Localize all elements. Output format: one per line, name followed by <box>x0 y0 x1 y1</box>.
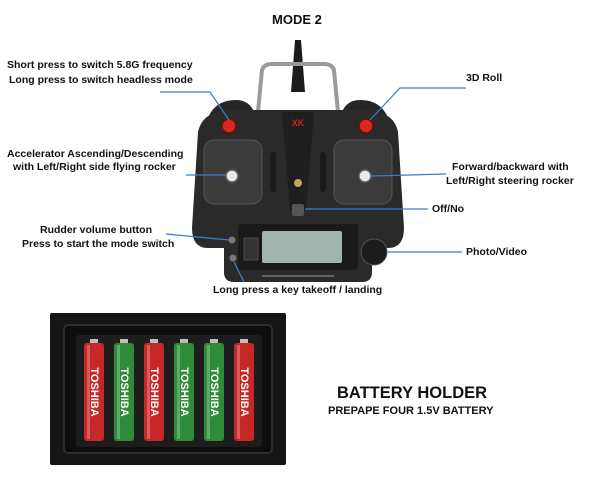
leader-lines <box>160 87 466 283</box>
label-3d-roll: 3D Roll <box>466 72 503 84</box>
battery-cells: TOSHIBA TOSHIBA TOSHIBA TOSHIBA TOSHIBA TOSHI… <box>63 324 273 454</box>
label-takeoff: Long press a key takeoff / landing <box>213 284 383 296</box>
battery-brand-text: TOSHIBA <box>148 367 160 416</box>
takeoff-button[interactable] <box>229 254 237 262</box>
leader-rudder <box>165 233 230 241</box>
right-steering-rocker[interactable] <box>358 169 372 183</box>
center-spine <box>282 112 314 210</box>
label-accelerator-2: with Left/Right side flying rocker <box>13 161 176 173</box>
leader-forward <box>370 173 447 177</box>
battery-heading: BATTERY HOLDER <box>337 384 488 402</box>
battery-cell: TOSHIBA <box>174 339 194 441</box>
right-trim-slot <box>320 152 326 192</box>
lcd-logo-block <box>243 237 259 261</box>
battery-cell: TOSHIBA <box>234 339 254 441</box>
label-short-press: Short press to switch 5.8G frequency <box>7 59 193 71</box>
lcd-screen <box>262 231 342 263</box>
battery-cell: TOSHIBA <box>204 339 224 441</box>
label-photo-video: Photo/Video <box>466 246 528 258</box>
mode-title: MODE 2 <box>272 12 322 27</box>
battery-brand-text: TOSHIBA <box>238 367 250 416</box>
battery-cell: TOSHIBA <box>114 339 134 441</box>
battery-holder-photo: TOSHIBA TOSHIBA TOSHIBA TOSHIBA TOSHIBA TOSHI… <box>50 313 286 465</box>
brand-logo: XK <box>292 118 305 128</box>
label-rudder-2: Press to start the mode switch <box>22 238 175 250</box>
label-forward-2: Left/Right steering rocker <box>446 175 574 187</box>
center-knob <box>294 179 302 187</box>
carry-handle <box>256 62 340 113</box>
leader-3d-roll <box>369 87 466 121</box>
battery-cell: TOSHIBA <box>144 339 164 441</box>
right-red-button[interactable] <box>358 118 374 134</box>
label-forward-1: Forward/backward with <box>452 161 569 173</box>
rudder-volume-button[interactable] <box>228 236 236 244</box>
battery-cell: TOSHIBA <box>84 339 104 441</box>
photo-video-button[interactable] <box>360 238 388 266</box>
battery-subheading: PREPAPE FOUR 1.5V BATTERY <box>328 405 494 417</box>
battery-brand-text: TOSHIBA <box>208 367 220 416</box>
battery-brand-text: TOSHIBA <box>178 367 190 416</box>
label-rudder-1: Rudder volume button <box>40 224 152 236</box>
label-long-press: Long press to switch headless mode <box>9 74 193 86</box>
left-trim-slot <box>270 152 276 192</box>
leader-takeoff <box>233 261 245 283</box>
off-no-switch[interactable] <box>292 204 304 216</box>
controller-diagram: XK <box>160 40 466 283</box>
label-off-no: Off/No <box>432 203 465 215</box>
left-flying-rocker[interactable] <box>225 169 239 183</box>
left-red-button[interactable] <box>221 118 237 134</box>
label-accelerator-1: Accelerator Ascending/Descending <box>7 148 184 160</box>
battery-brand-text: TOSHIBA <box>118 367 130 416</box>
leader-short-press <box>160 91 230 121</box>
battery-brand-text: TOSHIBA <box>88 367 100 416</box>
